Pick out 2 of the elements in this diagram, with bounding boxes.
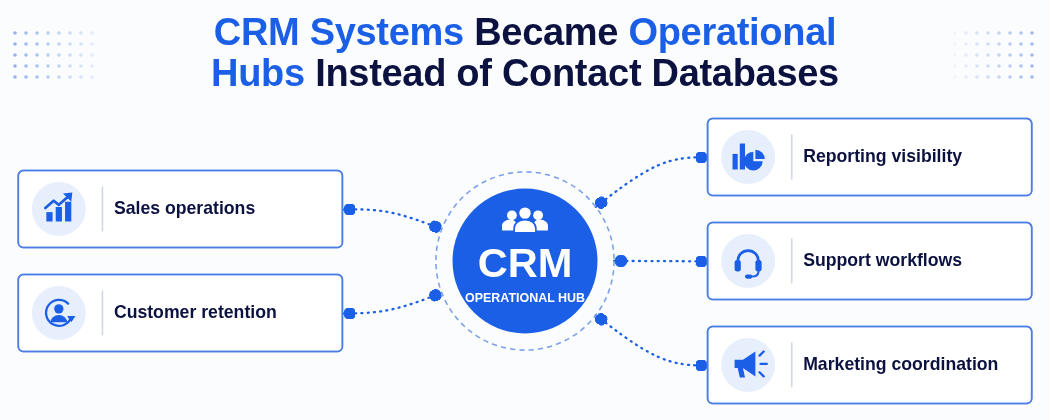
title: CRM Systems Became Operational Hubs Instead of Contact Databases — [210, 12, 840, 95]
node-circle: CRM OPERATIONAL HUB — [435, 171, 615, 351]
